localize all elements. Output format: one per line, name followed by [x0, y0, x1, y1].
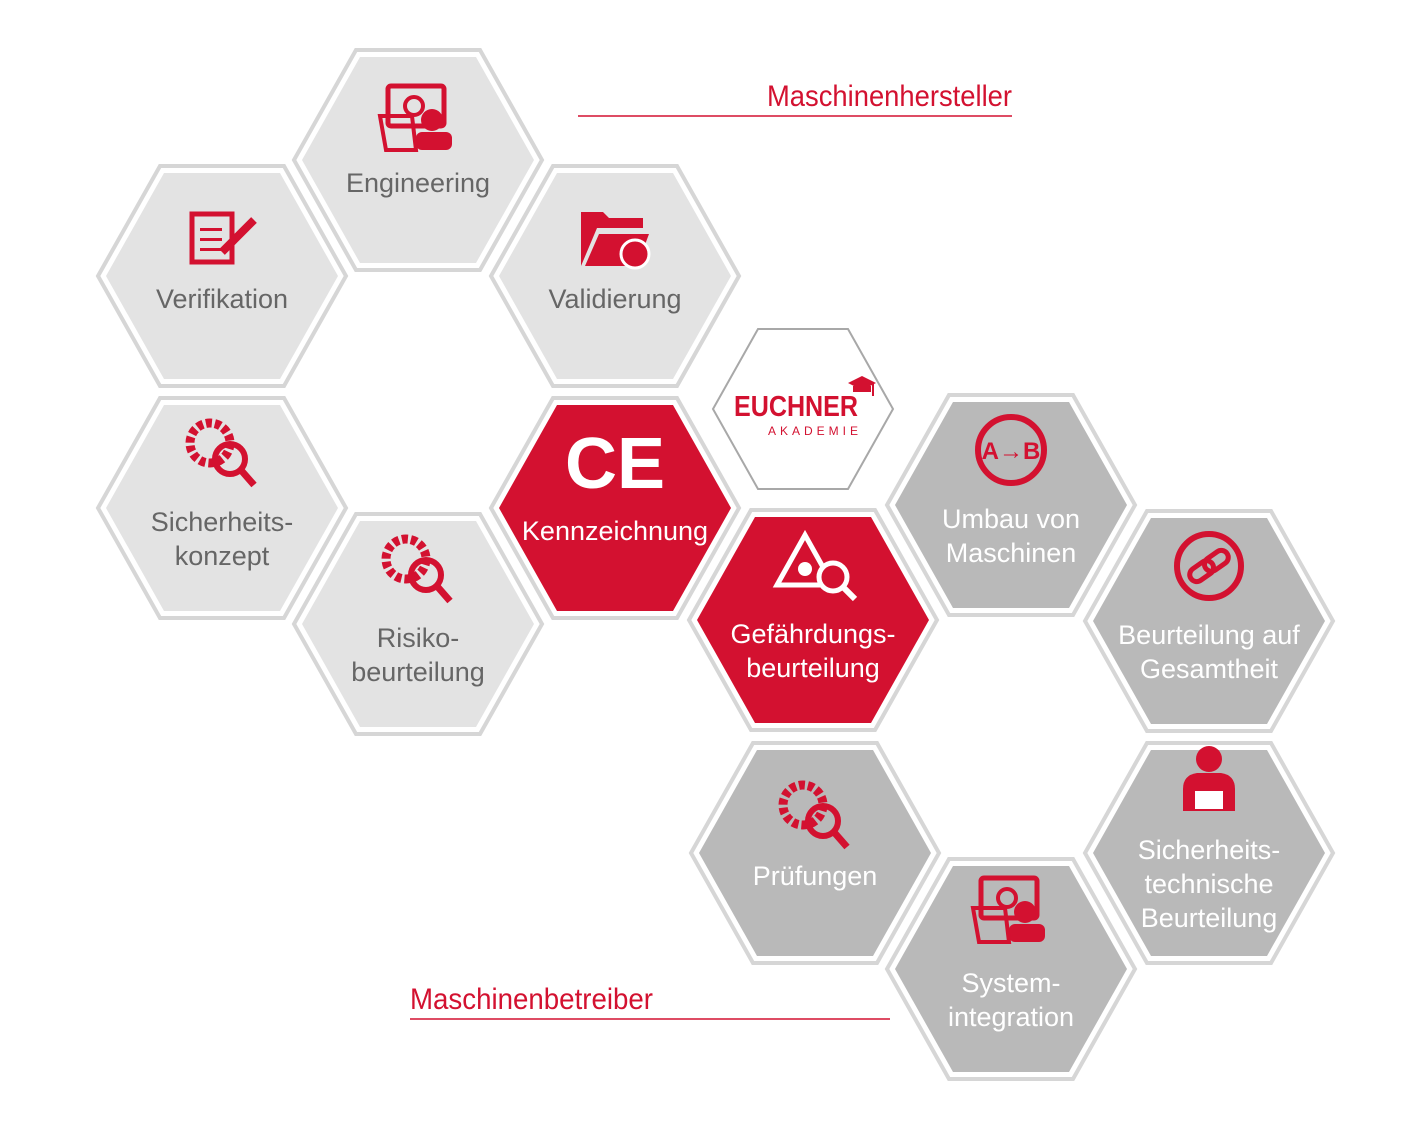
hexagon-label: Engineering — [346, 168, 490, 198]
hexagon-label: beurteilung — [746, 653, 880, 683]
technician-icon — [1183, 746, 1235, 811]
hexagon-shape — [1093, 750, 1325, 956]
hexagon-shape — [106, 173, 338, 379]
hexagon-shape — [1093, 518, 1325, 724]
connector-outlines — [95, 48, 1336, 1081]
hexagon-shape — [106, 405, 338, 611]
connector-outline — [291, 48, 545, 272]
hexagon-label: Risiko- — [377, 623, 460, 653]
document-edit-icon — [189, 211, 257, 265]
folder-check-icon — [581, 212, 651, 270]
hexagon-label: konzept — [175, 541, 270, 571]
warning-magnifier-icon — [772, 529, 858, 602]
connector-outline — [95, 164, 349, 388]
hexagon-kennzeichnung[interactable]: CE Kennzeichnung — [499, 405, 731, 611]
engineer-computer-icon — [970, 875, 1045, 944]
hexagon-shape — [697, 517, 929, 723]
hexagon-shape — [499, 173, 731, 379]
hexagon-label: Kennzeichnung — [522, 516, 708, 546]
graduation-cap-icon — [848, 376, 876, 396]
gear-magnifier-icon — [381, 534, 453, 604]
logo-sub: AKADEMIE — [768, 424, 862, 438]
connector-outline — [884, 393, 1138, 617]
connector-outline — [1082, 509, 1336, 733]
connector-outline — [488, 396, 742, 620]
header-manufacturer: Maschinenhersteller — [578, 80, 1012, 117]
hexagon-pruefungen[interactable]: Prüfungen — [699, 750, 931, 956]
hexagon-engineering[interactable]: Engineering — [302, 57, 534, 263]
hexagon-gefaehrdungsbeurteilung[interactable]: Gefährdungs-beurteilung — [697, 517, 929, 723]
a-to-b-text: A→B — [982, 438, 1041, 465]
header-manufacturer-label: Maschinenhersteller — [767, 80, 1012, 113]
connector-outline — [488, 164, 742, 388]
connector-outline — [95, 396, 349, 620]
engineer-computer-icon — [377, 83, 452, 152]
hexagon-shape — [302, 57, 534, 263]
hexagon-systemintegration[interactable]: System-integration — [895, 866, 1127, 1072]
hexagon-shape — [302, 521, 534, 727]
hexagon-label: Sicherheits- — [151, 507, 294, 537]
hexagon-label: beurteilung — [351, 657, 485, 687]
hexagon-shape — [699, 750, 931, 956]
hexagon-label: Maschinen — [946, 538, 1077, 568]
hexagon-shape — [895, 402, 1127, 608]
hexagon-label: Verifikation — [156, 284, 288, 314]
hexagon-label: Umbau von — [942, 504, 1080, 534]
a-to-b-bubble-icon: A→B — [975, 414, 1047, 486]
hexagon-shape — [499, 405, 731, 611]
ce-mark-icon: CE — [565, 424, 665, 504]
hexagon-label: integration — [948, 1002, 1074, 1032]
header-operator-label: Maschinenbetreiber — [410, 983, 653, 1016]
hexagon-label: Validierung — [548, 284, 681, 314]
hands-gear-icon — [185, 418, 257, 488]
hexagon-label: Gefährdungs- — [730, 619, 895, 649]
hexagon-label: Beurteilung auf — [1118, 620, 1300, 650]
connector-outline — [688, 741, 942, 965]
hexagon-label: System- — [961, 968, 1060, 998]
gear-magnifier-icon — [778, 780, 850, 850]
hexagon-label: Beurteilung — [1141, 903, 1278, 933]
logo-hexagon: EUCHNER AKADEMIE — [711, 328, 895, 490]
connector-outline — [291, 512, 545, 736]
hexagon-label: Gesamtheit — [1140, 654, 1279, 684]
header-operator: Maschinenbetreiber — [410, 983, 890, 1020]
ce-mark-text: CE — [565, 424, 665, 504]
connector-outline — [686, 508, 940, 732]
hexagon-label: Prüfungen — [753, 861, 878, 891]
hexagon-label: technische — [1144, 869, 1273, 899]
hexagon-sicherheitskonzept[interactable]: Sicherheits-konzept — [106, 405, 338, 611]
logo-brand: EUCHNER — [734, 391, 858, 423]
hexagon-validierung[interactable]: Validierung — [499, 173, 731, 379]
connector-outline — [1082, 741, 1336, 965]
hexagon-shape — [895, 866, 1127, 1072]
chain-bubble-icon — [1174, 531, 1244, 601]
hexagon-verifikation[interactable]: Verifikation — [106, 173, 338, 379]
hexagon-label: Sicherheits- — [1138, 835, 1281, 865]
hexagon-risikobeurteilung[interactable]: Risiko-beurteilung — [302, 521, 534, 727]
connector-outline — [884, 857, 1138, 1081]
